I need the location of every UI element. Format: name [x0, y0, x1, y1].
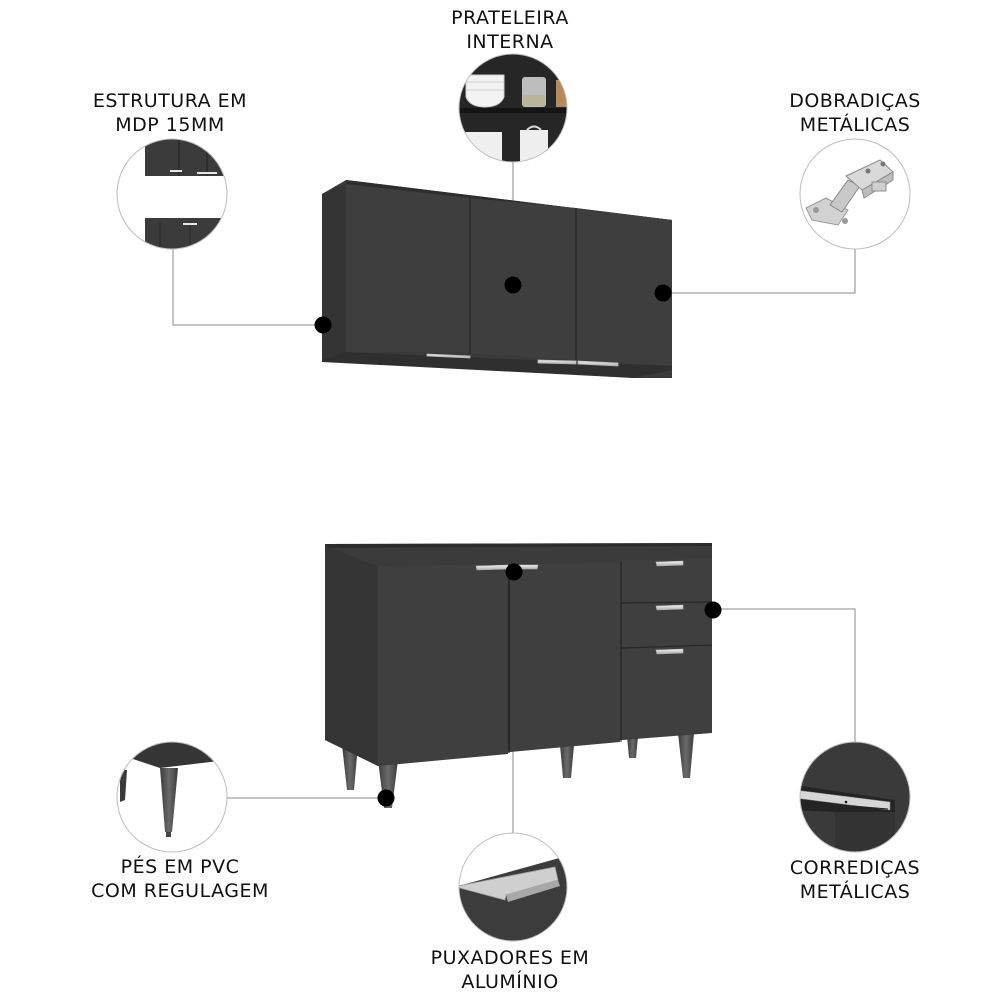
detail-handle-icon	[459, 833, 567, 941]
callout-structure-line2: MDP 15MM	[115, 114, 225, 136]
handle-icon	[475, 564, 509, 571]
callout-feet-line1: PÉS EM PVC	[120, 856, 240, 878]
handle-icon	[577, 360, 619, 367]
leg-icon	[560, 745, 574, 778]
leg-icon	[627, 736, 638, 758]
dot-feet	[377, 789, 395, 807]
callout-label-structure: ESTRUTURA EM MDP 15MM	[80, 89, 260, 137]
callout-slides-line2: METÁLICAS	[799, 881, 911, 903]
callout-label-feet: PÉS EM PVC COM REGULAGEM	[70, 855, 290, 903]
dot-shelf	[504, 276, 522, 294]
connector-hinges	[662, 249, 856, 294]
detail-structure-icon	[117, 139, 227, 249]
upper-cabinet	[322, 180, 672, 378]
callout-dots	[314, 276, 722, 807]
handle-icon	[655, 604, 684, 611]
detail-hinge-icon	[800, 139, 910, 249]
callout-feet-line2: COM REGULAGEM	[91, 880, 269, 902]
callout-handles-line2: ALUMÍNIO	[461, 971, 559, 993]
handle-icon	[537, 359, 577, 365]
handle-icon	[655, 648, 684, 655]
callout-label-slides: CORREDIÇAS METÁLICAS	[770, 856, 940, 904]
leg-icon	[342, 745, 358, 790]
dot-handles	[505, 563, 523, 581]
callout-label-handles: PUXADORES EM ALUMÍNIO	[420, 946, 600, 994]
detail-slides-icon	[800, 742, 910, 852]
callout-hinges-line2: METÁLICAS	[799, 114, 911, 136]
callout-structure-line1: ESTRUTURA EM	[92, 90, 248, 112]
leg-icon	[678, 733, 694, 778]
dot-slides	[704, 601, 722, 619]
callout-slides-line1: CORREDIÇAS	[789, 857, 921, 879]
connector-slides	[713, 608, 856, 742]
callout-label-shelf: PRATELEIRA INTERNA	[430, 6, 590, 54]
dot-structure	[314, 316, 332, 334]
callout-hinges-line1: DOBRADIÇAS	[789, 90, 921, 112]
callout-shelf-line1: PRATELEIRA	[451, 7, 569, 29]
callout-shelf-line2: INTERNA	[466, 31, 554, 53]
handle-icon	[426, 353, 471, 359]
handle-icon	[655, 560, 684, 567]
callout-handles-line1: PUXADORES EM	[430, 947, 590, 969]
callout-label-hinges: DOBRADIÇAS METÁLICAS	[770, 89, 940, 137]
detail-feet-icon	[117, 742, 227, 852]
connector-structure	[172, 249, 323, 326]
dot-hinges	[654, 284, 672, 302]
detail-shelf-icon	[459, 54, 567, 162]
lower-cabinet	[325, 543, 713, 808]
